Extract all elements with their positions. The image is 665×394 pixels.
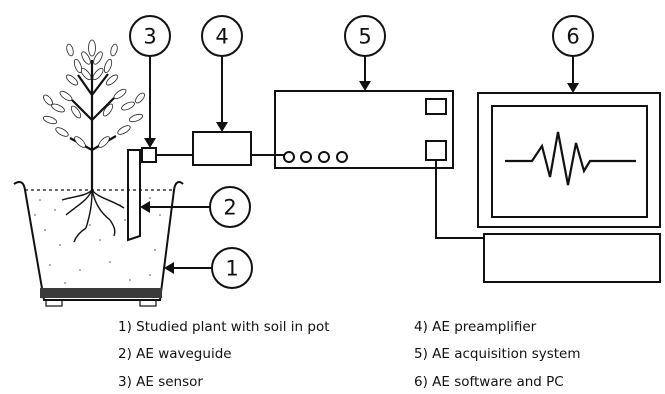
legend-item-5: 5) AE acquisition system: [414, 346, 581, 362]
legend-item-3: 3) AE sensor: [118, 374, 203, 390]
marker-4: 4: [201, 15, 243, 132]
ae-waveform: [505, 131, 636, 186]
marker-4-number: 4: [215, 25, 228, 49]
acquisition-system: [274, 90, 454, 169]
roots: [61, 189, 125, 243]
ae-sensor: [141, 147, 157, 163]
legend-item-1: 1) Studied plant with soil in pot: [118, 319, 330, 335]
foliage: [42, 39, 145, 148]
soil-dots: [34, 197, 161, 284]
plant-in-pot: [13, 39, 184, 307]
marker-3-number: 3: [143, 25, 156, 49]
legend-item-2: 2) AE waveguide: [118, 346, 232, 362]
pc: [477, 92, 661, 283]
legend-item-6: 6) AE software and PC: [414, 374, 564, 390]
preamplifier-box: [192, 131, 252, 166]
acquisition-knob: [336, 151, 348, 163]
legend: 1) Studied plant with soil in pot 2) AE …: [118, 319, 581, 390]
marker-1-number: 1: [225, 257, 238, 281]
marker-5-number: 5: [358, 25, 371, 49]
marker-6-number: 6: [566, 25, 579, 49]
marker-3: 3: [129, 15, 171, 148]
marker-6: 6: [552, 15, 594, 93]
marker-5: 5: [344, 15, 386, 91]
marker-2: 2: [140, 186, 251, 228]
legend-item-4: 4) AE preamplifier: [414, 319, 537, 335]
acquisition-knob: [300, 151, 312, 163]
acquisition-knob: [283, 151, 295, 163]
acquisition-knob: [318, 151, 330, 163]
marker-2-number: 2: [223, 196, 236, 220]
marker-1: 1: [164, 247, 253, 289]
pot: [13, 181, 184, 307]
cables: [156, 154, 484, 239]
waveguide: [127, 149, 141, 242]
